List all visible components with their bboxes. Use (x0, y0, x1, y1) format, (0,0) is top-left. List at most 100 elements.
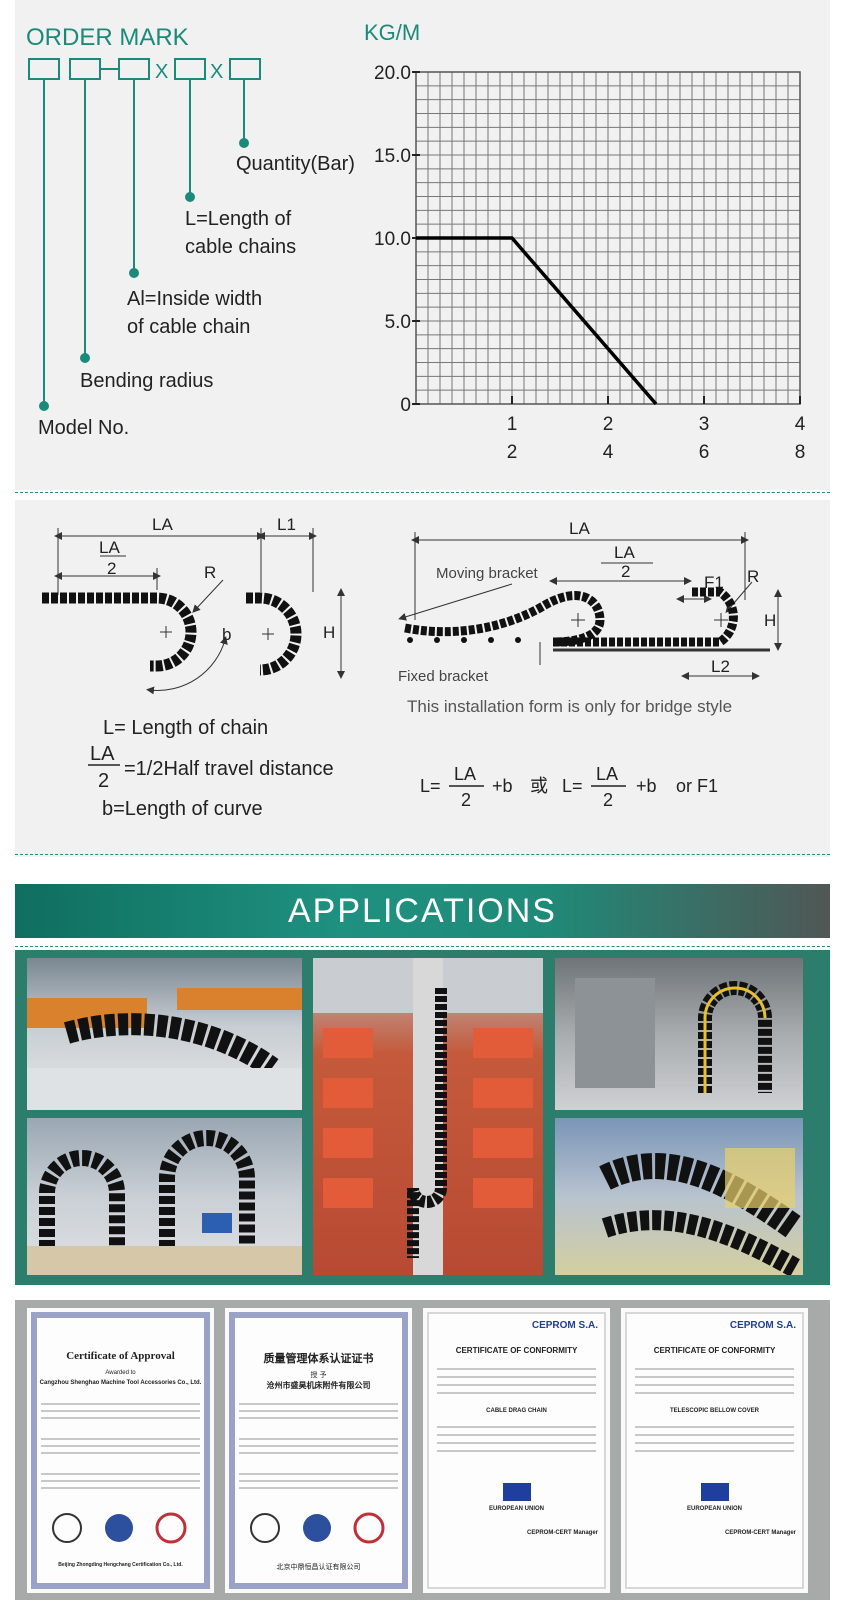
cert-3-union: EUROPEAN UNION (488, 1506, 544, 1512)
cert-2-logos (250, 1512, 385, 1544)
dim-f1: F1 (704, 573, 724, 592)
cert-2-subtitle: 授 予 (310, 1372, 327, 1379)
def-length: L= Length of chain (103, 717, 268, 739)
def-b: b=Length of curve (102, 798, 263, 820)
def-la-num: LA (90, 743, 115, 765)
track-illustration (599, 1148, 803, 1275)
y-tick-label: 20.0 (374, 63, 411, 84)
cert-ceprom-chain: CEPROM S.A. CERTIFICATE OF CONFORMITY CA… (423, 1308, 610, 1593)
divider-3 (15, 946, 830, 947)
dim-r: R (204, 563, 216, 582)
quantity-box (229, 58, 261, 80)
y-tick-label: 10.0 (374, 229, 411, 250)
cert-1-subtitle: Awarded to (105, 1370, 136, 1376)
width-label-2: of cable chain (127, 316, 250, 338)
installation-diagram: LA L1 LA 2 R b H LA LA 2 F1 R H L2 Movin… (42, 515, 782, 820)
applications-banner: APPLICATIONS (15, 884, 830, 938)
cert-1-title: Certificate of Approval (66, 1350, 175, 1362)
cert-2-footer: 北京中鼎恒昌认证有限公司 (276, 1564, 361, 1571)
radius-box (69, 58, 101, 80)
moving-bracket-label: Moving bracket (436, 565, 539, 582)
divider-1 (15, 492, 830, 493)
cert-1-footer: Beijing Zhongding Hengchang Certificatio… (58, 1562, 183, 1568)
app-photo-gantry (27, 958, 302, 1110)
factory-illustration (27, 1130, 302, 1275)
dim-l1: L1 (277, 515, 296, 534)
certificates-strip: Certificate of Approval Awarded to Cangz… (15, 1300, 830, 1600)
def-la-den: 2 (98, 770, 109, 792)
left-chain (42, 592, 302, 676)
app-photo-factory (27, 1118, 302, 1275)
order-mark-boxes (28, 58, 261, 80)
y-tick-label: 0 (400, 395, 411, 416)
cert-1-company: Cangzhou Shenghao Machine Tool Accessori… (39, 1380, 202, 1386)
dim-la-frac: LA (99, 538, 120, 557)
formula-b-2: +b (636, 776, 657, 796)
radius-label: Bending radius (80, 370, 213, 392)
dim-r-2: R (747, 567, 759, 586)
floor-dots (407, 637, 521, 643)
cert-ceprom-cover: CEPROM S.A. CERTIFICATE OF CONFORMITY TE… (621, 1308, 808, 1593)
formula-la: LA (454, 764, 476, 784)
order-x-1: X (155, 61, 168, 83)
length-label-1: L=Length of (185, 208, 292, 230)
right-chain (404, 587, 738, 647)
chart-ylabel: KG/M (364, 20, 420, 45)
x-tick-label: 3 (699, 414, 710, 435)
dim-b: b (222, 625, 231, 644)
model-box (28, 58, 60, 80)
cert-4-manager: CEPROM-CERT Manager (724, 1530, 796, 1536)
formula-or-cn: 或 (530, 776, 548, 796)
x-tick-label-row2: 6 (699, 442, 710, 463)
app-photo-machine (555, 958, 803, 1110)
order-mark-title: ORDER MARK (26, 24, 189, 51)
x-tick-label-row2: 4 (603, 442, 614, 463)
cert-4-title: CERTIFICATE OF CONFORMITY (653, 1346, 776, 1355)
right-centers (571, 613, 728, 627)
dim-two-2: 2 (621, 562, 630, 581)
series-line (416, 236, 658, 406)
machine-illustration (575, 978, 772, 1093)
y-tick-label: 15.0 (374, 146, 411, 167)
app-photo-warehouse (313, 958, 543, 1275)
cert-2-company: 沧州市盛昊机床附件有限公司 (266, 1381, 371, 1390)
formula-la-2: LA (596, 764, 618, 784)
chain-centers (160, 626, 274, 640)
formula-or: or F1 (676, 776, 718, 796)
quantity-label: Quantity(Bar) (236, 153, 355, 175)
formula-2: 2 (461, 790, 471, 810)
x-tick-label-row2: 2 (507, 442, 518, 463)
left-dimensions (54, 528, 345, 695)
order-mark-diagram: ORDER MARK X X Quantity(Bar) L=Length of… (26, 20, 806, 463)
dim-la: LA (152, 515, 173, 534)
formula-l: L= (420, 776, 441, 796)
cert-3-title: CERTIFICATE OF CONFORMITY (455, 1346, 578, 1355)
cert-3-manager: CEPROM-CERT Manager (526, 1530, 598, 1536)
length-box (174, 58, 206, 80)
warehouse-illustration (313, 958, 543, 1275)
order-mark-panel (15, 0, 830, 490)
dim-h-2: H (764, 611, 776, 630)
cert-4-brand: CEPROM S.A. (729, 1320, 796, 1331)
cert-quality: 质量管理体系认证证书 授 予 沧州市盛昊机床附件有限公司 北京中鼎恒昌认证有限公… (225, 1308, 412, 1593)
cert-approval: Certificate of Approval Awarded to Cangz… (27, 1308, 214, 1593)
order-x-2: X (210, 61, 223, 83)
eu-flag-icon (503, 1483, 531, 1501)
right-dimensions (398, 532, 782, 680)
gantry-illustration (27, 988, 302, 1110)
cert-1-logos (52, 1512, 187, 1544)
formula-l-2: L= (562, 776, 583, 796)
eu-flag-icon (701, 1483, 729, 1501)
width-label-1: Al=Inside width (127, 288, 262, 310)
divider-2 (15, 854, 830, 855)
y-tick-label: 5.0 (385, 312, 411, 333)
fixed-bracket-label: Fixed bracket (398, 668, 489, 685)
dim-two: 2 (107, 559, 116, 578)
x-tick-label: 4 (795, 414, 806, 435)
formula-b: +b (492, 776, 513, 796)
cert-2-title: 质量管理体系认证证书 (263, 1353, 374, 1365)
leader-dots (39, 138, 249, 411)
length-label-2: cable chains (185, 236, 296, 258)
